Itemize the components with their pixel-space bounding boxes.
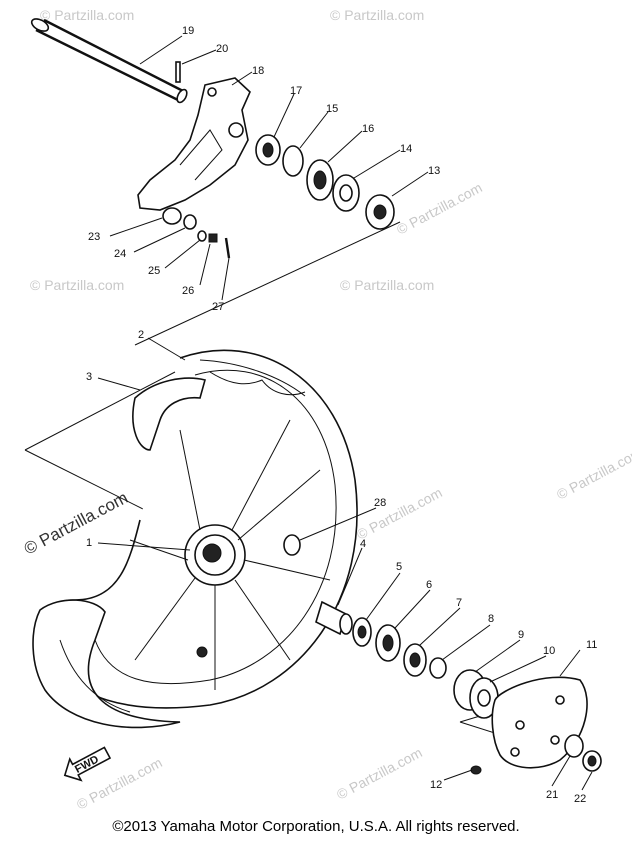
part-label-19: 19 [182, 25, 194, 37]
part-label-15: 15 [326, 103, 338, 115]
part-label-9: 9 [518, 629, 524, 641]
part-label-22: 22 [574, 793, 586, 805]
part-label-27: 27 [212, 301, 224, 313]
part-label-12: 12 [430, 779, 442, 791]
part-label-3: 3 [86, 371, 92, 383]
watermark: © Partzilla.com [330, 7, 424, 23]
front-axle [30, 18, 188, 104]
part-label-8: 8 [488, 613, 494, 625]
axle-holder [137, 77, 251, 211]
part-label-17: 17 [290, 85, 302, 97]
part-label-10: 10 [543, 645, 555, 657]
part-label-21: 21 [546, 789, 558, 801]
part-label-26: 26 [182, 285, 194, 297]
part-label-7: 7 [456, 597, 462, 609]
fwd-label: FWD [73, 753, 101, 775]
watermark: © Partzilla.com [334, 744, 425, 802]
watermark: © Partzilla.com [354, 484, 445, 542]
part-label-25: 25 [148, 265, 160, 277]
part-label-23: 23 [88, 231, 100, 243]
fwd-arrow: FWD [63, 746, 112, 782]
part-label-11: 11 [586, 639, 597, 651]
part-labels: 19 20 18 17 15 16 14 13 23 24 25 26 27 2… [86, 25, 597, 805]
axle-small-parts [162, 207, 231, 259]
part-label-20: 20 [216, 43, 228, 55]
part-label-4: 4 [360, 538, 366, 550]
wheel-assembly [32, 349, 358, 729]
part-label-2: 2 [138, 329, 144, 341]
part-label-5: 5 [396, 561, 402, 573]
part-label-14: 14 [400, 143, 412, 155]
hub-front-parts [315, 600, 602, 775]
watermark: © Partzilla.com [394, 179, 485, 237]
watermark: © Partzilla.com [40, 7, 134, 23]
watermark: © Partzilla.com [340, 277, 434, 293]
watermark: © Partzilla.com [30, 277, 124, 293]
part-label-18: 18 [252, 65, 264, 77]
part-label-6: 6 [426, 579, 432, 591]
part-label-16: 16 [362, 123, 374, 135]
part-label-13: 13 [428, 165, 440, 177]
watermark-main: © Partzilla.com [21, 488, 131, 559]
watermark: © Partzilla.com [554, 444, 632, 502]
copyright-notice: ©2013 Yamaha Motor Corporation, U.S.A. A… [112, 818, 520, 835]
leader-lines [97, 35, 593, 791]
assembly-guide-lines [24, 221, 556, 753]
part-label-28: 28 [374, 497, 386, 509]
hub-side-bearings [255, 134, 395, 230]
part-label-24: 24 [114, 248, 126, 260]
part-label-1: 1 [86, 537, 92, 549]
